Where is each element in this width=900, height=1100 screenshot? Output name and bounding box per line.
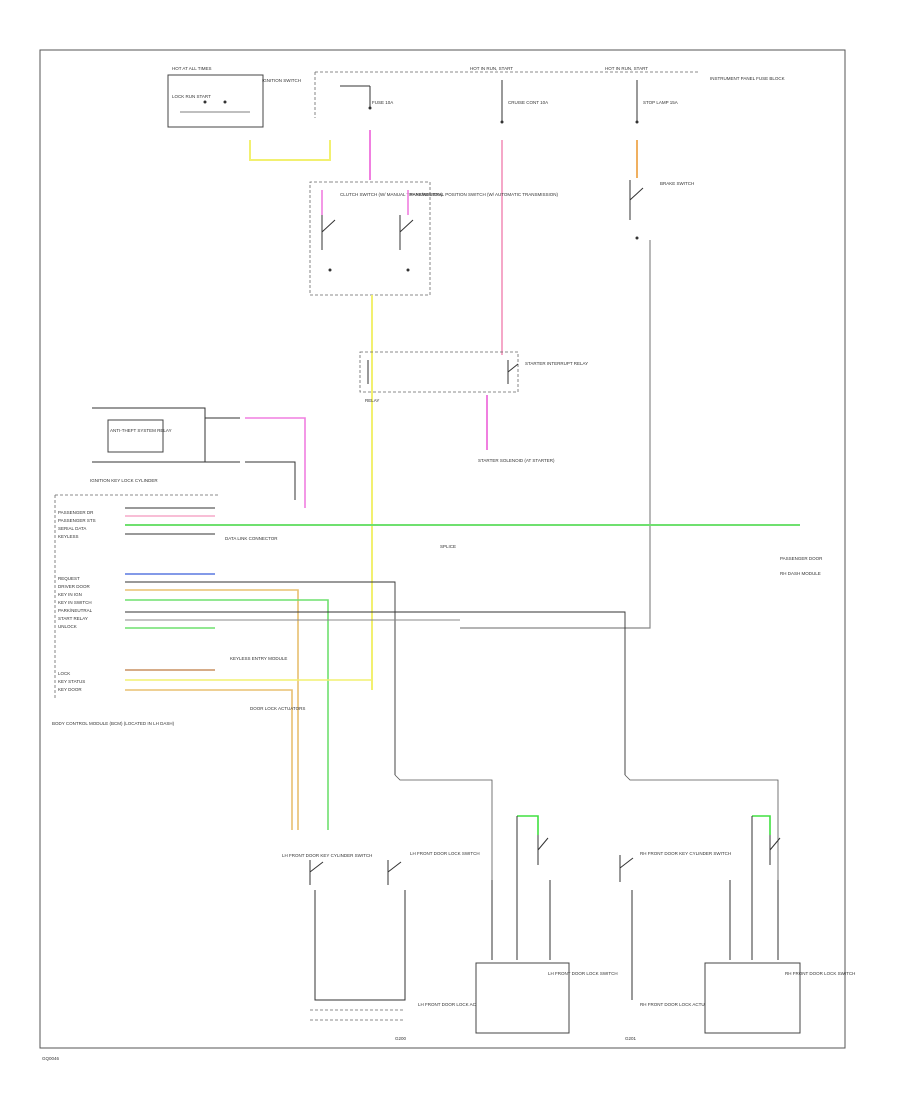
fuse-cruise-label: CRUISE CONT 10A: [508, 100, 548, 105]
rh-front-door-switch: RH FRONT DOOR KEY CYLINDER SWITCH RH FRO…: [619, 851, 731, 1007]
keyless-entry-label: KEYLESS ENTRY MODULE: [230, 656, 287, 661]
lh-front-door-lock: LH FRONT DOOR LOCK SWITCH: [387, 851, 480, 885]
lh-actuator-module: LH FRONT DOOR LOCK SWITCH: [475, 815, 618, 1034]
rh-actuator-label: RH FRONT DOOR LOCK SWITCH: [785, 971, 855, 976]
bcm-pin-9: PARK/NEUTRAL: [58, 608, 93, 613]
clutch-switch-label: CLUTCH SWITCH (W/ MANUAL TRANSMISSION): [340, 192, 443, 197]
bcm-pin-4: KEYLESS: [58, 534, 79, 539]
rh-actuator-module: RH FRONT DOOR LOCK SWITCH: [704, 815, 855, 1034]
brake-switch-label: BRAKE SWITCH: [660, 181, 694, 186]
passenger-pin-label: PASSENGER DOOR: [780, 556, 823, 561]
wire-gray-brake: [460, 240, 651, 629]
hot-at-all-times-label: HOT AT ALL TIMES: [172, 66, 212, 71]
splice-label: SPLICE: [440, 544, 456, 549]
door-lock-actuator-label: DOOR LOCK ACTUATORS: [250, 706, 305, 711]
lh-front-door-lock-label: LH FRONT DOOR LOCK SWITCH: [410, 851, 480, 856]
wire-black-bcm-6: [125, 581, 396, 775]
wire-tan-bcm-14: [125, 689, 293, 830]
starter-motor-label: STARTER SOLENOID (AT STARTER): [478, 458, 555, 463]
bcm-block: PASSENGER DR PASSENGER STS SERIAL DATA K…: [52, 494, 220, 726]
ignition-switch-block: HOT AT ALL TIMES IGNITION SWITCH LOCK RU…: [167, 66, 301, 128]
lh-door-lock-motor-label: LH FRONT DOOR LOCK ACTUATOR: [418, 1002, 495, 1007]
wire-tan-bcm: [125, 589, 299, 830]
fuse-stop-label: STOP LAMP 15A: [643, 100, 678, 105]
lh-front-door-switch-label: LH FRONT DOOR KEY CYLINDER SWITCH: [282, 853, 372, 858]
park-neutral-switch-label: PARK/NEUTRAL POSITION SWITCH (W/ AUTOMAT…: [410, 192, 559, 197]
rh-dash-module-label: RH DASH MODULE: [780, 571, 821, 576]
bcm-pin-3: SERIAL DATA: [58, 526, 86, 531]
bcm-pin-8: KEY IN SWITCH: [58, 600, 92, 605]
anti-theft-caption: IGNITION KEY LOCK CYLINDER: [90, 478, 158, 483]
starter-relay: STARTER INTERRUPT RELAY RELAY: [359, 351, 588, 403]
ground-1-label: G200: [395, 1036, 407, 1041]
ignition-switch-label: IGNITION SWITCH: [262, 78, 301, 83]
ground-2-label: G201: [625, 1036, 637, 1041]
lh-front-door-switch: LH FRONT DOOR KEY CYLINDER SWITCH: [282, 853, 372, 885]
bcm-pin-1: PASSENGER DR: [58, 510, 94, 515]
rh-door-lock-motor-label: RH FRONT DOOR LOCK ACTUATOR: [640, 1002, 718, 1007]
data-link-label: DATA LINK CONNECTOR: [225, 536, 278, 541]
switch-positions-label: LOCK RUN START: [172, 94, 211, 99]
bcm-pin-2: PASSENGER STS: [58, 518, 96, 523]
bcm-pin-5: REQUEST: [58, 576, 80, 581]
starter-relay-label: STARTER INTERRUPT RELAY: [525, 361, 588, 366]
footer-code: GQ0046: [42, 1056, 60, 1061]
wire-black-antitheft: [245, 461, 296, 500]
wire-green-bcm: [125, 599, 329, 830]
bcm-pin-12: LOCK: [58, 671, 70, 676]
switch-block: CLUTCH SWITCH (W/ MANUAL TRANSMISSION) P…: [309, 181, 559, 296]
fuse-gauges-label: FUSE 10A: [372, 100, 393, 105]
rh-front-door-switch-label: RH FRONT DOOR KEY CYLINDER SWITCH: [640, 851, 731, 856]
bcm-pin-14: KEY DOOR: [58, 687, 82, 692]
fuse-block: HOT IN RUN, START HOT IN RUN, START INST…: [314, 66, 785, 124]
bcm-pin-10: START RELAY: [58, 616, 88, 621]
hot-in-run-label-1: HOT IN RUN, START: [470, 66, 513, 71]
bcm-label: BODY CONTROL MODULE (BCM) (LOCATED IN LH…: [52, 721, 175, 726]
anti-theft-relay: ANTI-THEFT SYSTEM RELAY IGNITION KEY LOC…: [90, 407, 240, 483]
fuse-block-label: INSTRUMENT PANEL FUSE BLOCK: [710, 76, 785, 81]
bcm-pin-13: KEY STATUS: [58, 679, 85, 684]
diagram-frame: [39, 49, 846, 1049]
relay-module-label: RELAY: [365, 398, 379, 403]
wire-black-bcm-9: [125, 611, 626, 775]
bcm-pin-6: DRIVER DOOR: [58, 584, 91, 589]
wire-black-lh-down: [314, 890, 406, 1001]
wire-yellow-top: [249, 140, 331, 161]
hot-in-run-label-2: HOT IN RUN, START: [605, 66, 648, 71]
anti-theft-relay-label: ANTI-THEFT SYSTEM RELAY: [110, 428, 172, 433]
brake-switch-block: BRAKE SWITCH: [629, 180, 694, 240]
lh-actuator-label: LH FRONT DOOR LOCK SWITCH: [548, 971, 618, 976]
bcm-pin-11: UNLOCK: [58, 624, 77, 629]
wire-pink-antitheft: [245, 417, 306, 508]
wire-yellow-bcm: [125, 679, 373, 690]
bcm-pin-7: KEY IN IGN: [58, 592, 82, 597]
